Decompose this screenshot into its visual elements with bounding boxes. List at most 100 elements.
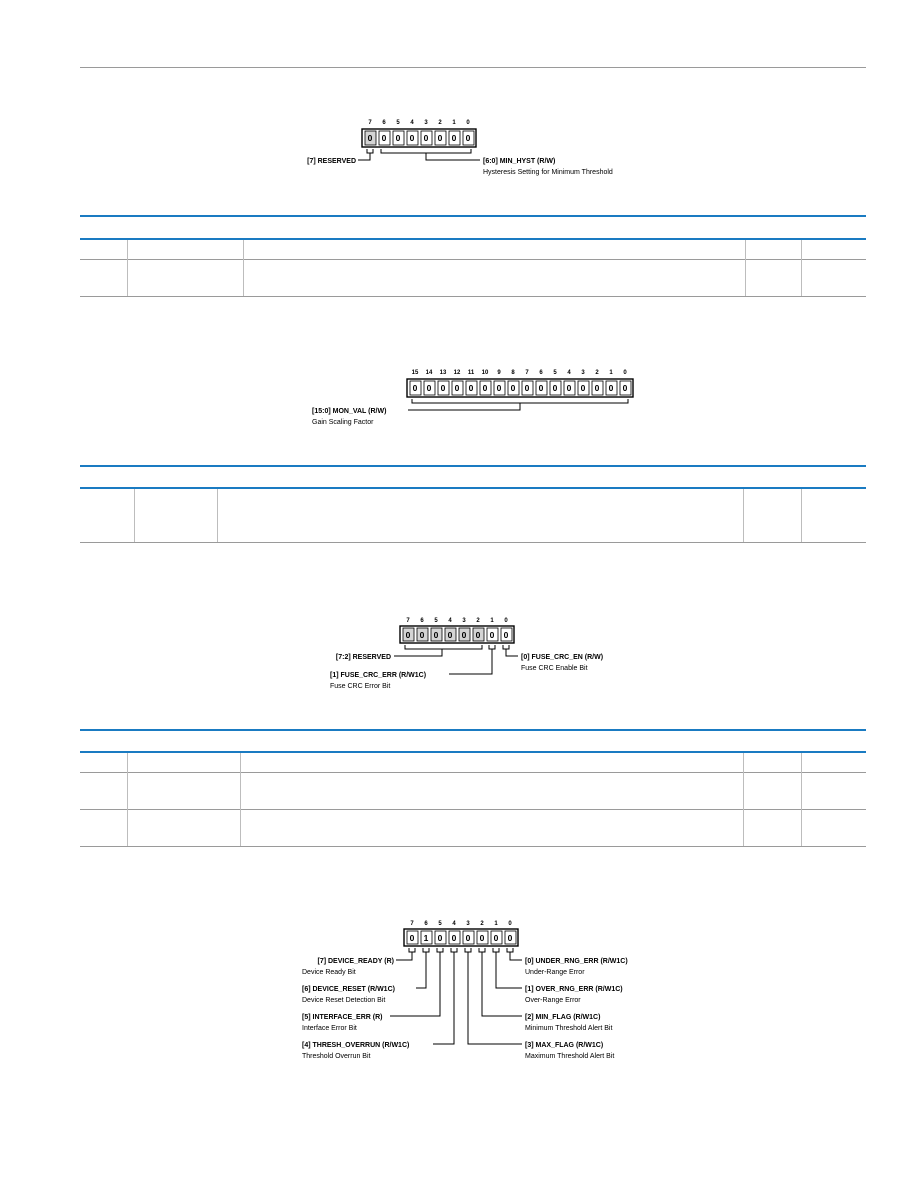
bit-value: 0 [420,630,425,640]
field-desc-thresh-overrun: Threshold Overrun Bit [302,1053,371,1060]
bit-cell [591,380,604,396]
bit-number: 4 [567,370,571,376]
bit-value: 0 [462,630,467,640]
bit-number: 8 [511,370,515,376]
bit-number: 1 [494,921,498,927]
bit-cell [504,930,517,945]
bit-cell [563,380,576,396]
bit-value: 0 [448,630,453,640]
bit-cell [605,380,618,396]
bit-cell [577,380,590,396]
bit-value: 0 [508,933,513,943]
bit-cell [465,380,478,396]
bit-number: 3 [581,370,585,376]
bit-value: 0 [424,133,429,143]
bit-number: 15 [412,370,419,376]
bit-values: 0 0 0 0 0 0 0 0 [406,630,509,640]
field-label-under-rng-err: [0] UNDER_RNG_ERR (R/W1C) [525,958,628,965]
bit-value: 0 [490,630,495,640]
bit-cell [535,380,548,396]
bit-value: 0 [504,630,509,640]
bit-number: 10 [482,370,489,376]
column-divider [243,240,244,296]
bit-number: 6 [424,921,428,927]
column-divider [127,240,128,296]
register-3-bit-diagram: 7 6 5 4 3 2 1 0 0 0 0 0 0 0 0 0 [7:2] RE… [330,618,603,690]
field-label-device-ready: [7] DEVICE_READY (R) [318,958,395,965]
bit-number: 3 [462,618,466,624]
field-label-fuse-crc-err: [1] FUSE_CRC_ERR (R/W1C) [330,672,426,679]
bit-cell [507,380,520,396]
bit-value: 0 [466,933,471,943]
field-desc-device-ready: Device Ready Bit [302,969,356,976]
field-desc-under-rng-err: Under-Range Error [525,969,585,976]
bit-cell [619,380,632,396]
bit-number: 1 [452,120,456,126]
bit-cell [448,930,461,945]
bit-number: 6 [539,370,543,376]
bit-cell [549,380,562,396]
bit-cell-reserved [364,130,377,146]
bit-number: 1 [490,618,494,624]
bit-number: 5 [438,921,442,927]
bit-value: 0 [441,383,446,393]
bit-number: 14 [426,370,433,376]
page-top-rule [80,67,866,68]
bit-number: 12 [454,370,461,376]
bit-number: 0 [504,618,508,624]
bit-cell [434,930,447,945]
column-divider [801,489,802,542]
bit-value: 0 [525,383,530,393]
bit-cell [486,627,499,642]
bit-cell [434,130,447,146]
bit-cell-reserved [458,627,471,642]
bit-cells [402,627,513,642]
bit-number: 13 [440,370,447,376]
leader-lines [358,149,480,161]
field-label-interface-err: [5] INTERFACE_ERR (R) [302,1014,383,1021]
bit-value: 0 [511,383,516,393]
bit-cell-reserved [472,627,485,642]
bit-value: 0 [406,630,411,640]
field-label-reserved: [7] RESERVED [307,158,356,165]
column-divider [134,489,135,542]
bit-number: 0 [623,370,627,376]
bit-cell-reserved [444,627,457,642]
bit-cells [364,130,475,146]
bit-value: 0 [427,383,432,393]
bit-value: 0 [483,383,488,393]
field-label-reserved: [7:2] RESERVED [336,654,391,661]
bit-cell [493,380,506,396]
bit-value: 0 [413,383,418,393]
bit-number: 5 [434,618,438,624]
field-label-min-hyst: [6:0] MIN_HYST (R/W) [483,158,555,165]
bit-number: 6 [420,618,424,624]
bit-number: 1 [609,370,613,376]
bit-cell [420,930,433,945]
bit-numbers: 7 6 5 4 3 2 1 0 [406,618,508,624]
bit-cell [392,130,405,146]
bit-number: 9 [497,370,501,376]
bit-value: 0 [455,383,460,393]
column-divider [240,753,241,846]
bit-number: 2 [438,120,442,126]
bit-value: 1 [424,933,429,943]
register-outline [403,928,519,947]
field-label-min-flag: [2] MIN_FLAG (R/W1C) [525,1014,600,1021]
bit-value: 0 [434,630,439,640]
bit-value: 0 [396,133,401,143]
bit-value: 0 [452,133,457,143]
table-header-bottom [80,259,866,260]
bit-values: 0 0 0 0 0 0 0 0 [368,133,471,143]
register-4-bit-diagram: 7 6 5 4 3 2 1 0 0 1 0 0 0 0 0 0 [302,921,628,1060]
leader-lines [394,645,518,675]
column-divider [743,489,744,542]
bit-cells [406,930,517,945]
bit-number: 3 [424,120,428,126]
bit-numbers: 7 6 5 4 3 2 1 0 [410,921,512,927]
register-outline [399,625,515,644]
bit-number: 7 [406,618,410,624]
field-desc-min-hyst: Hysteresis Setting for Minimum Threshold [483,169,613,176]
bitfield-table-2 [80,465,866,543]
field-desc-fuse-crc-en: Fuse CRC Enable Bit [521,665,588,672]
